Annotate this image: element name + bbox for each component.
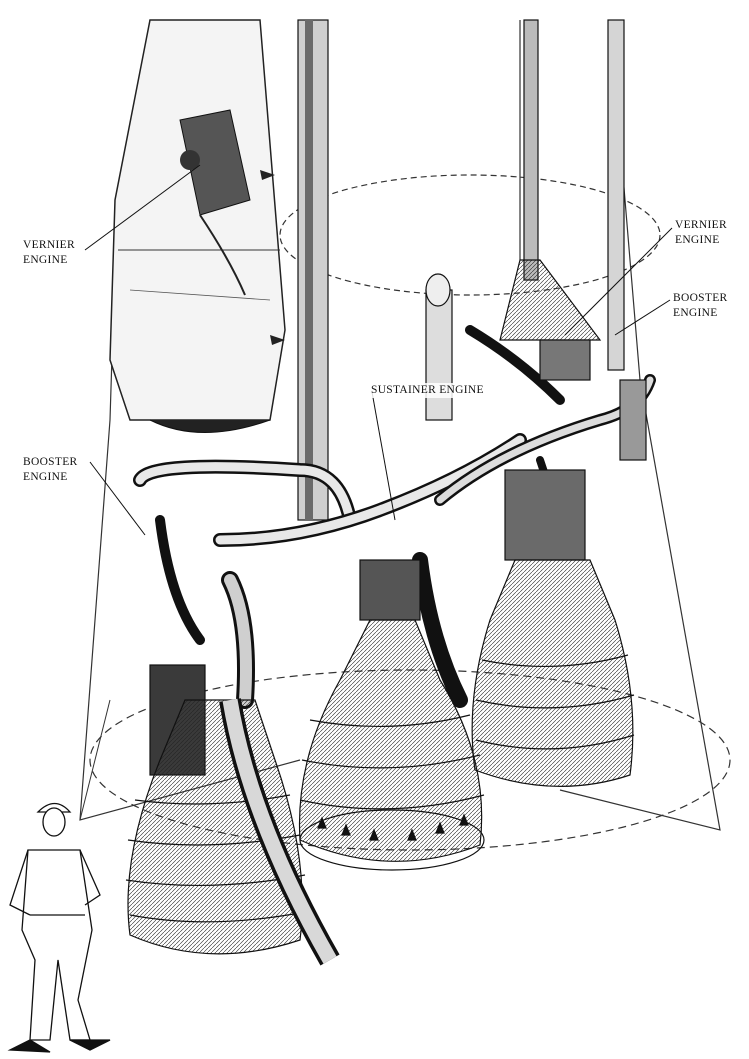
label-sustainer-engine: SUSTAINER ENGINE	[370, 383, 485, 398]
sustainer-engine	[298, 559, 485, 871]
label-line: BOOSTER	[673, 292, 728, 304]
label-vernier-engine-right: VERNIER ENGINE	[674, 218, 728, 248]
label-booster-engine-right: BOOSTER ENGINE	[672, 291, 729, 321]
propellant-ducts	[297, 19, 625, 521]
label-vernier-engine-left: VERNIER ENGINE	[22, 238, 76, 268]
callout-leaders	[84, 164, 673, 536]
human-figure	[7, 802, 111, 1053]
label-line: VERNIER	[675, 219, 727, 231]
label-line: ENGINE	[675, 234, 720, 246]
label-line: ENGINE	[673, 307, 718, 319]
booster-engine-left	[125, 664, 340, 966]
label-line: BOOSTER	[23, 456, 78, 468]
label-line: ENGINE	[23, 254, 68, 266]
label-line: VERNIER	[23, 239, 75, 251]
vernier-fairing-left	[109, 19, 286, 433]
label-line: ENGINE	[23, 471, 68, 483]
booster-engine-right	[471, 379, 647, 787]
label-booster-engine-left: BOOSTER ENGINE	[22, 455, 79, 485]
vernier-engine-right	[499, 259, 602, 381]
label-line: SUSTAINER ENGINE	[371, 384, 484, 396]
